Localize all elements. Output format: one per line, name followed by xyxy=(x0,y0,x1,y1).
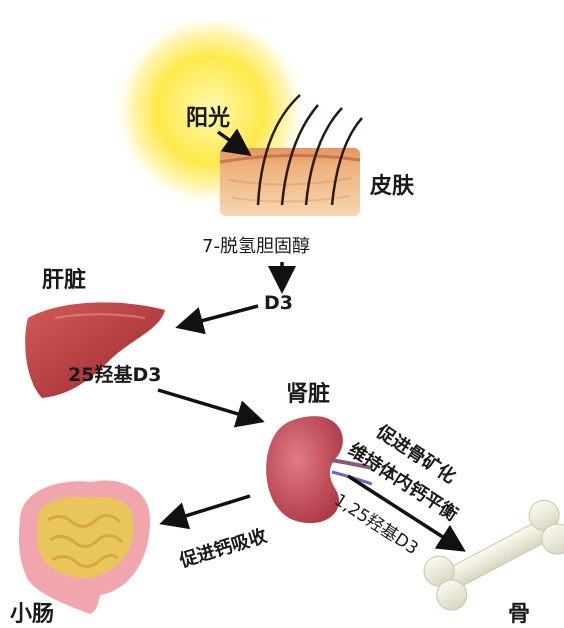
kidney-label: 肾脏 xyxy=(286,376,330,408)
precursor-label: 7-脱氢胆固醇 xyxy=(202,232,310,258)
bone-label: 骨 xyxy=(508,596,530,628)
skin-label: 皮肤 xyxy=(370,168,414,200)
kidney-to-intestine-arrow xyxy=(166,496,250,522)
liver-to-kidney-arrow xyxy=(158,390,258,420)
liver-label: 肝脏 xyxy=(42,262,86,294)
d3-label: D3 xyxy=(264,292,293,314)
hydroxy-d3-label: 25羟基D3 xyxy=(68,360,161,387)
intestine-illustration xyxy=(19,481,150,614)
sunlight-label: 阳光 xyxy=(186,100,230,132)
intestine-label: 小肠 xyxy=(10,596,54,628)
d3-to-liver-arrow xyxy=(182,306,258,326)
